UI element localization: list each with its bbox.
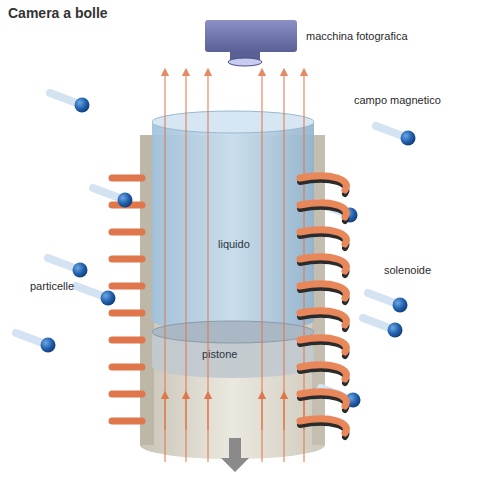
liquid-body xyxy=(152,122,314,332)
coil-turn xyxy=(300,176,346,190)
coil-turn xyxy=(112,364,142,371)
coil-shadow xyxy=(300,207,346,221)
liquid-volume: liquido xyxy=(152,110,314,332)
coil-turn xyxy=(300,365,346,379)
coil-shadow xyxy=(300,315,346,329)
field-line xyxy=(283,395,284,430)
magnetic-field-lines xyxy=(165,72,304,462)
coil-turn xyxy=(300,203,346,217)
coil-turn xyxy=(112,229,142,236)
piston-top xyxy=(152,321,314,343)
coil-turn xyxy=(112,310,142,317)
field-line xyxy=(164,72,165,462)
piston-arrow xyxy=(221,438,249,472)
coil-shadow xyxy=(300,396,346,410)
field-line xyxy=(185,395,186,430)
title: Camera a bolle xyxy=(8,5,108,21)
field-line xyxy=(207,395,208,430)
field-line xyxy=(164,395,165,430)
coil-turn xyxy=(300,338,346,352)
coil-shadow xyxy=(300,288,346,302)
particle xyxy=(41,338,56,353)
node-outline xyxy=(152,110,314,332)
piston: pistone xyxy=(152,320,314,378)
particle xyxy=(401,131,416,146)
coil-shadow xyxy=(300,261,346,275)
field-line xyxy=(261,72,262,462)
coil-turn xyxy=(112,418,142,425)
particle xyxy=(101,291,116,306)
camera-lens xyxy=(228,58,262,66)
coil-shadow xyxy=(300,180,346,194)
coil-turn xyxy=(300,257,346,271)
solenoid-coils-left xyxy=(112,178,142,421)
part-label: solenoide xyxy=(384,264,431,276)
particle xyxy=(73,263,88,278)
field-line xyxy=(303,72,304,462)
coil-turn xyxy=(300,230,346,244)
particle xyxy=(388,323,403,338)
coil-turn xyxy=(112,256,142,263)
particle xyxy=(343,208,358,223)
camera-body xyxy=(205,20,297,52)
coil-turn xyxy=(300,419,346,433)
particle xyxy=(75,98,90,113)
solenoid-coils-right xyxy=(300,176,346,437)
field-line xyxy=(261,395,262,430)
particle xyxy=(393,298,408,313)
coil-turn xyxy=(300,284,346,298)
part-label: particelle xyxy=(30,280,74,292)
field-line xyxy=(207,72,208,462)
coil-shadow xyxy=(300,234,346,248)
part-label: macchina fotografica xyxy=(306,30,408,42)
field-line xyxy=(303,395,304,430)
coil-turn xyxy=(300,392,346,406)
coil-shadow xyxy=(300,369,346,383)
field-arrow-marks xyxy=(165,395,304,430)
field-line xyxy=(283,72,284,462)
particle xyxy=(118,193,133,208)
coil-shadow xyxy=(300,342,346,356)
coil-turn xyxy=(112,283,142,290)
coil-shadow xyxy=(300,423,346,437)
shell-edge xyxy=(140,135,154,445)
coil-turn xyxy=(112,391,142,398)
coil-turn xyxy=(112,175,142,182)
part-label: campo magnetico xyxy=(354,94,441,106)
particle xyxy=(346,393,361,408)
coil-turn xyxy=(300,311,346,325)
field-line xyxy=(185,72,186,462)
liquid-top xyxy=(152,111,314,133)
particles xyxy=(16,93,416,408)
part-label: liquido xyxy=(218,238,250,250)
part-label: pistone xyxy=(202,348,237,360)
coil-turn xyxy=(112,337,142,344)
